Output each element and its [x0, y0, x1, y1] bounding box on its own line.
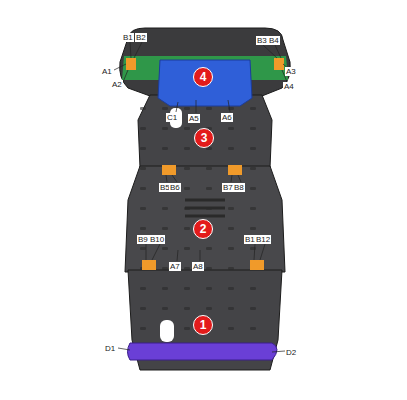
part-label: B9: [137, 235, 149, 244]
callout-number: 2: [200, 222, 207, 236]
part-label: A4: [283, 82, 295, 91]
part-label: B8: [233, 183, 245, 192]
part-label: B4: [268, 36, 280, 45]
callout-number: 3: [201, 131, 208, 145]
callout-circle: 1: [193, 315, 213, 335]
part-label: A6: [221, 113, 233, 122]
part-label: B12: [255, 235, 271, 244]
part-label: A1: [101, 67, 113, 76]
part-label: B2: [135, 33, 147, 42]
part-label: A7: [169, 262, 181, 271]
part-label: B1: [122, 33, 134, 42]
part-label: A3: [285, 67, 297, 76]
part-label: D2: [285, 348, 297, 357]
callout-circle: 4: [193, 67, 213, 87]
part-label: A8: [192, 262, 204, 271]
part-label: A5: [188, 114, 200, 123]
callout-circle: 3: [194, 128, 214, 148]
part-label: C1: [166, 113, 178, 122]
callout-circle: 2: [193, 219, 213, 239]
part-label: B3: [256, 36, 268, 45]
callout-number: 4: [200, 70, 207, 84]
part-label: A2: [111, 80, 123, 89]
part-label: D1: [104, 344, 116, 353]
part-label: B6: [169, 183, 181, 192]
callout-number: 1: [200, 318, 207, 332]
part-label: B10: [149, 235, 165, 244]
